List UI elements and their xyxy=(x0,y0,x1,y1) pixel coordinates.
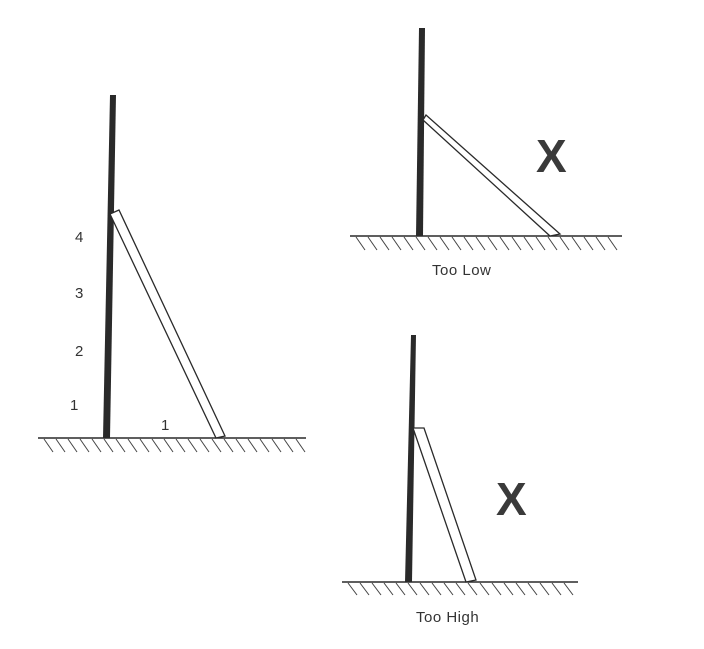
hatch-stroke xyxy=(535,236,546,251)
hatch-stroke xyxy=(271,438,282,453)
correct-wall-pole xyxy=(103,95,116,438)
hatch-stroke xyxy=(235,438,246,453)
hatch-stroke xyxy=(55,438,66,453)
hatch-stroke xyxy=(595,236,606,251)
hatch-stroke xyxy=(551,582,562,596)
too-high-wall-pole xyxy=(405,335,416,582)
too-high-setup: X Too High xyxy=(342,335,578,626)
hatch-stroke xyxy=(503,582,514,596)
hatch-stroke xyxy=(283,438,294,453)
hatch-stroke xyxy=(379,236,390,251)
hatch-stroke xyxy=(127,438,138,453)
height-label-4: 4 xyxy=(75,229,83,246)
hatch-stroke xyxy=(523,236,534,251)
hatch-stroke xyxy=(571,236,582,251)
height-label-2: 2 xyxy=(75,343,83,360)
hatch-stroke xyxy=(563,582,574,596)
hatch-stroke xyxy=(515,582,526,596)
hatch-stroke xyxy=(187,438,198,453)
hatch-stroke xyxy=(475,236,486,251)
hatch-stroke xyxy=(559,236,570,251)
hatch-stroke xyxy=(407,582,418,596)
correct-ground-hatching xyxy=(43,438,306,453)
hatch-stroke xyxy=(223,438,234,453)
hatch-stroke xyxy=(347,582,358,596)
hatch-stroke xyxy=(439,236,450,251)
hatch-stroke xyxy=(199,438,210,453)
hatch-stroke xyxy=(499,236,510,251)
hatch-stroke xyxy=(455,582,466,596)
hatch-stroke xyxy=(511,236,522,251)
too-low-caption: Too Low xyxy=(432,262,491,279)
hatch-stroke xyxy=(359,582,370,596)
hatch-stroke xyxy=(403,236,414,251)
hatch-stroke xyxy=(355,236,366,251)
hatch-stroke xyxy=(295,438,306,453)
hatch-stroke xyxy=(527,582,538,596)
hatch-stroke xyxy=(67,438,78,453)
hatch-stroke xyxy=(607,236,618,251)
hatch-stroke xyxy=(115,438,126,453)
hatch-stroke xyxy=(431,582,442,596)
too-high-caption: Too High xyxy=(416,609,479,626)
hatch-stroke xyxy=(491,582,502,596)
hatch-stroke xyxy=(479,582,490,596)
hatch-stroke xyxy=(443,582,454,596)
hatch-stroke xyxy=(419,582,430,596)
hatch-stroke xyxy=(259,438,270,453)
hatch-stroke xyxy=(539,582,550,596)
hatch-stroke xyxy=(463,236,474,251)
hatch-stroke xyxy=(583,236,594,251)
hatch-stroke xyxy=(427,236,438,251)
hatch-stroke xyxy=(383,582,394,596)
hatch-stroke xyxy=(467,582,478,596)
hatch-stroke xyxy=(79,438,90,453)
too-low-setup: X Too Low xyxy=(350,28,622,279)
hatch-stroke xyxy=(367,236,378,251)
height-label-1: 1 xyxy=(70,397,78,414)
hatch-stroke xyxy=(371,582,382,596)
hatch-stroke xyxy=(211,438,222,453)
hatch-stroke xyxy=(547,236,558,251)
hatch-stroke xyxy=(487,236,498,251)
hatch-stroke xyxy=(415,236,426,251)
hatch-stroke xyxy=(139,438,150,453)
correct-setup: 4 3 2 1 1 xyxy=(38,95,306,453)
too-high-ladder xyxy=(412,427,477,583)
hatch-stroke xyxy=(43,438,54,453)
correct-ladder xyxy=(109,209,226,439)
too-high-x-mark: X xyxy=(496,473,527,525)
hatch-stroke xyxy=(247,438,258,453)
hatch-stroke xyxy=(395,582,406,596)
hatch-stroke xyxy=(91,438,102,453)
hatch-stroke xyxy=(163,438,174,453)
hatch-stroke xyxy=(391,236,402,251)
too-low-wall-pole xyxy=(416,28,425,236)
too-low-x-mark: X xyxy=(536,130,567,182)
base-label-1: 1 xyxy=(161,417,169,434)
too-low-ground-hatching xyxy=(355,236,618,251)
too-low-ladder xyxy=(422,113,562,237)
hatch-stroke xyxy=(151,438,162,453)
hatch-stroke xyxy=(451,236,462,251)
height-label-3: 3 xyxy=(75,285,83,302)
hatch-stroke xyxy=(175,438,186,453)
too-high-ground-hatching xyxy=(347,582,574,596)
hatch-stroke xyxy=(103,438,114,453)
